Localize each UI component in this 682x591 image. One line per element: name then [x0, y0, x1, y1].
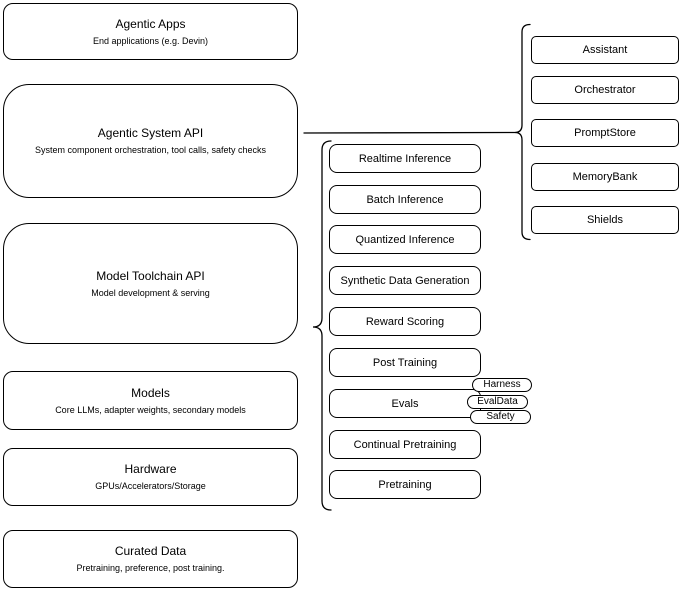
node-reward-scoring: Reward Scoring [329, 307, 481, 336]
node-models: Models Core LLMs, adapter weights, secon… [3, 371, 298, 430]
node-pretraining: Pretraining [329, 470, 481, 499]
node-evals: Evals [329, 389, 481, 418]
node-memorybank: MemoryBank [531, 163, 679, 191]
node-agentic-system-api: Agentic System API System component orch… [3, 84, 298, 198]
pill-evaldata: EvalData [467, 395, 528, 409]
node-model-toolchain-api: Model Toolchain API Model development & … [3, 223, 298, 344]
node-title: Agentic Apps [115, 16, 186, 31]
node-subtitle: System component orchestration, tool cal… [34, 145, 267, 155]
node-curated-data: Curated Data Pretraining, preference, po… [3, 530, 298, 588]
node-subtitle: Model development & serving [91, 287, 210, 298]
pill-harness: Harness [472, 378, 532, 392]
node-synthetic-data-generation: Synthetic Data Generation [329, 266, 481, 295]
node-agentic-apps: Agentic Apps End applications (e.g. Devi… [3, 3, 298, 60]
node-subtitle: Pretraining, preference, post training. [76, 563, 225, 573]
node-subtitle: Core LLMs, adapter weights, secondary mo… [55, 404, 246, 415]
node-realtime-inference: Realtime Inference [329, 144, 481, 173]
node-title: Agentic System API [97, 126, 204, 140]
node-subtitle: End applications (e.g. Devin) [92, 35, 209, 46]
node-batch-inference: Batch Inference [329, 185, 481, 214]
node-title: Hardware [124, 462, 177, 476]
node-title: Curated Data [114, 544, 187, 558]
node-orchestrator: Orchestrator [531, 76, 679, 104]
node-hardware: Hardware GPUs/Accelerators/Storage [3, 448, 298, 506]
node-post-training: Post Training [329, 348, 481, 377]
node-continual-pretraining: Continual Pretraining [329, 430, 481, 459]
node-assistant: Assistant [531, 36, 679, 64]
node-shields: Shields [531, 206, 679, 234]
node-title: Model Toolchain API [96, 268, 205, 283]
connector-system-api-to-components [303, 131, 516, 134]
node-quantized-inference: Quantized Inference [329, 225, 481, 254]
node-title: Models [131, 385, 170, 400]
brace-system-components [514, 23, 531, 241]
node-subtitle: GPUs/Accelerators/Storage [95, 481, 206, 491]
pill-safety: Safety [470, 410, 531, 424]
node-promptstore: PromptStore [531, 119, 679, 147]
